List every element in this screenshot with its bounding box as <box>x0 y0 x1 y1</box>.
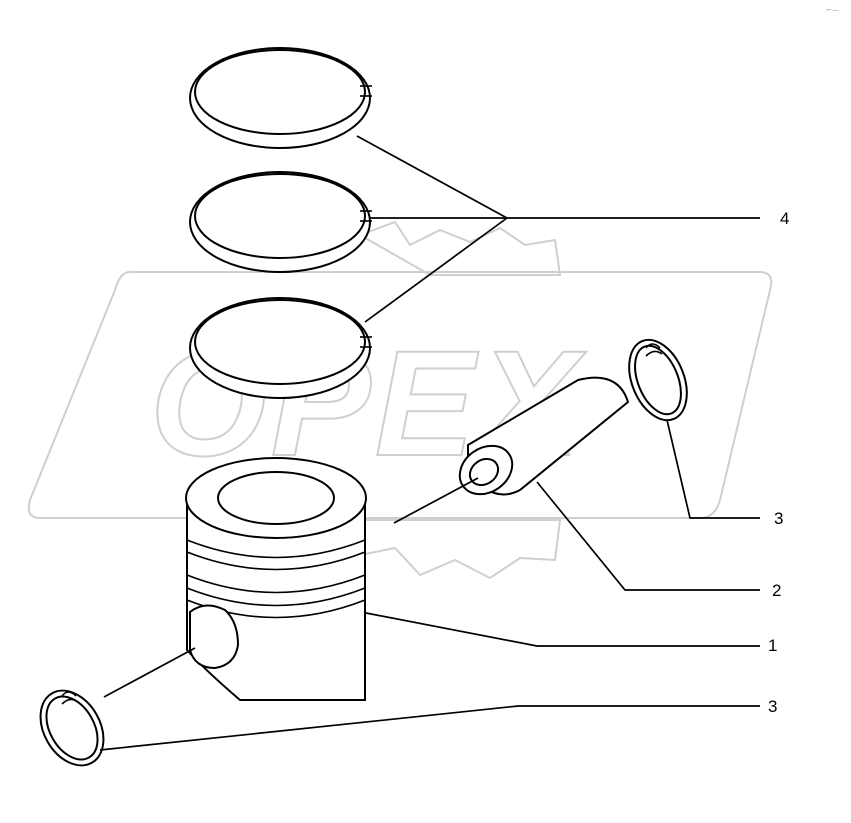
watermark-gear <box>327 220 562 580</box>
callout-piston-pin: 2 <box>772 581 781 600</box>
leader-lines <box>99 135 760 751</box>
piston-ring-top <box>189 47 372 149</box>
piston-ring-bottom <box>189 297 372 399</box>
callout-circlip-upper: 3 <box>774 509 783 528</box>
circlip-upper <box>628 338 688 422</box>
piston <box>185 457 367 701</box>
circlip-lower <box>39 689 105 767</box>
corner-mark: ⌐— <box>826 6 839 14</box>
callout-circlip-lower: 3 <box>768 697 777 716</box>
callout-piston: 1 <box>768 636 777 655</box>
piston-pin-bore <box>189 604 240 670</box>
piston-ring-middle <box>189 171 372 273</box>
callout-piston-rings: 4 <box>780 209 789 228</box>
